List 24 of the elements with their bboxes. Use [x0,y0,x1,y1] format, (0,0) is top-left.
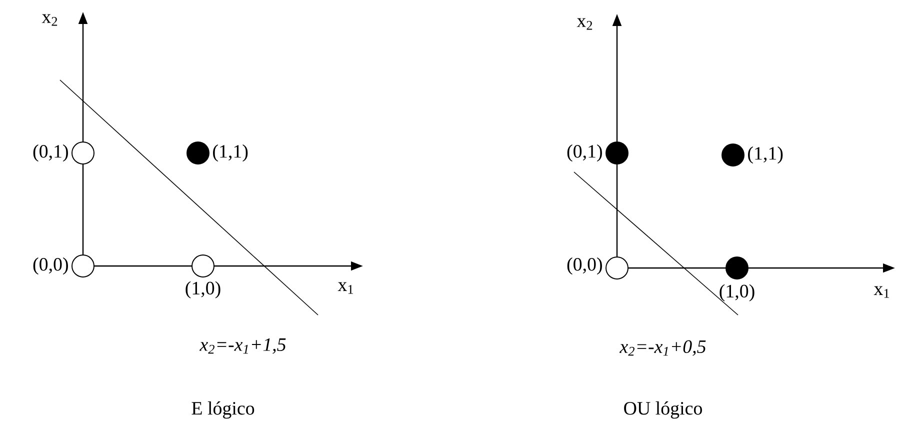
hollow-point [72,142,94,164]
point-label: (0,1) [33,144,68,162]
filled-point [186,142,210,164]
point-label: (1,0) [720,284,754,302]
filled-point [606,142,628,164]
caption: E lógico [192,401,254,419]
axis-label: x$_{2}$ [576,18,592,30]
point-label: (0,1) [567,144,602,162]
equation: x$_{2}$=-x$_{1}$+1,5 [200,338,286,354]
point-label: (0,0) [33,257,68,275]
equation: x$_{2}$=-x$_{1}$+0,5 [620,340,706,356]
axis-label: x$_{2}$ [42,14,58,26]
point-label: (0,0) [567,257,602,275]
axis-label: x$_{1}$ [338,282,353,294]
point-label: (1,0) [186,281,220,298]
point-label: (1,1) [213,144,248,162]
axis-label: x$_{1}$ [874,286,889,298]
point-label: (1,1) [748,146,783,164]
hollow-point [606,256,628,280]
hollow-point [192,254,214,278]
caption: OU lógico [624,401,702,419]
filled-point [722,144,744,166]
filled-point [726,256,748,280]
hollow-point [72,254,94,278]
